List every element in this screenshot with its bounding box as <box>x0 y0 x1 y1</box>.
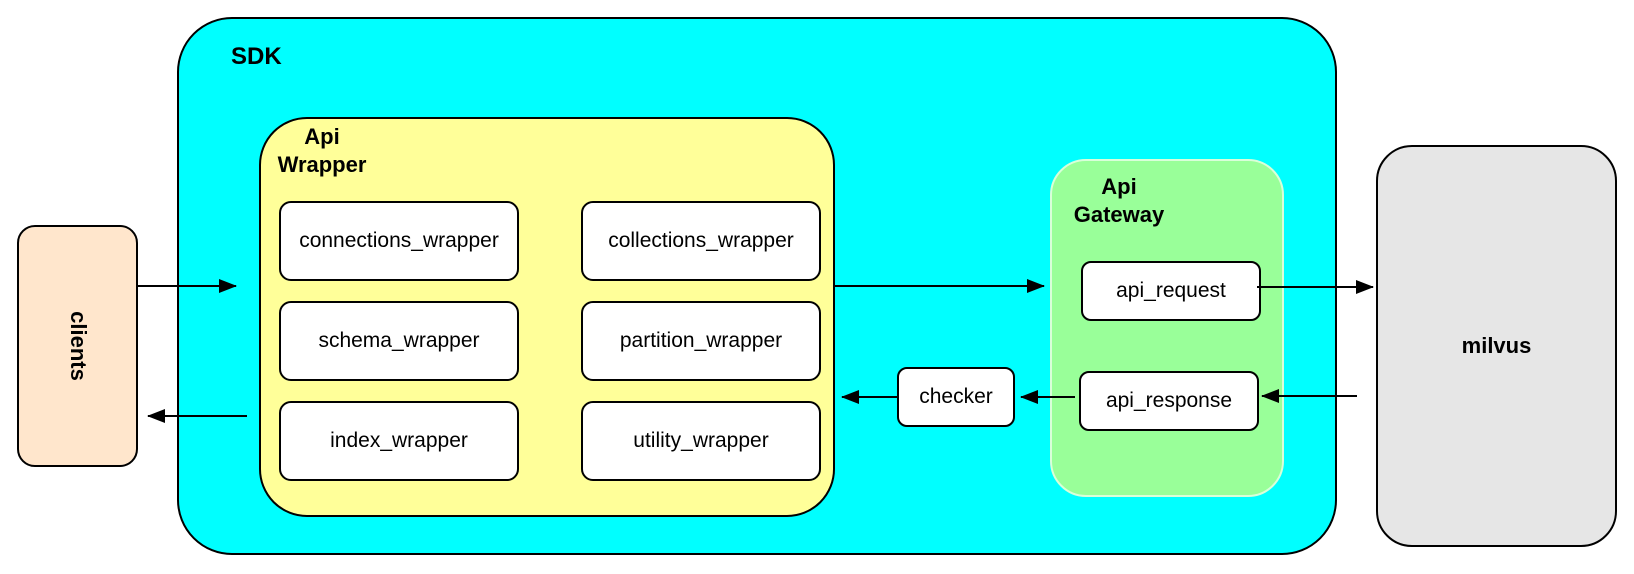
node-checker: checker <box>897 367 1015 427</box>
api-wrapper-label: Api Wrapper <box>277 124 367 177</box>
api-wrapper-container: Api Wrapper connections_wrapper collecti… <box>259 117 835 517</box>
sdk-container: SDK Api Wrapper connections_wrapper coll… <box>177 17 1337 555</box>
node-utility-wrapper: utility_wrapper <box>581 401 821 481</box>
node-milvus: milvus <box>1376 145 1617 547</box>
node-index-wrapper: index_wrapper <box>279 401 519 481</box>
sdk-label: SDK <box>231 43 282 70</box>
node-partition-wrapper: partition_wrapper <box>581 301 821 381</box>
api-gateway-label: Api Gateway <box>1073 174 1165 227</box>
node-api-response: api_response <box>1079 371 1259 431</box>
api-gateway-container: Api Gateway api_request api_response <box>1050 159 1284 497</box>
node-schema-wrapper: schema_wrapper <box>279 301 519 381</box>
node-api-request: api_request <box>1081 261 1261 321</box>
node-clients: clients <box>17 225 138 467</box>
clients-label: clients <box>65 311 91 381</box>
node-connections-wrapper: connections_wrapper <box>279 201 519 281</box>
node-collections-wrapper: collections_wrapper <box>581 201 821 281</box>
